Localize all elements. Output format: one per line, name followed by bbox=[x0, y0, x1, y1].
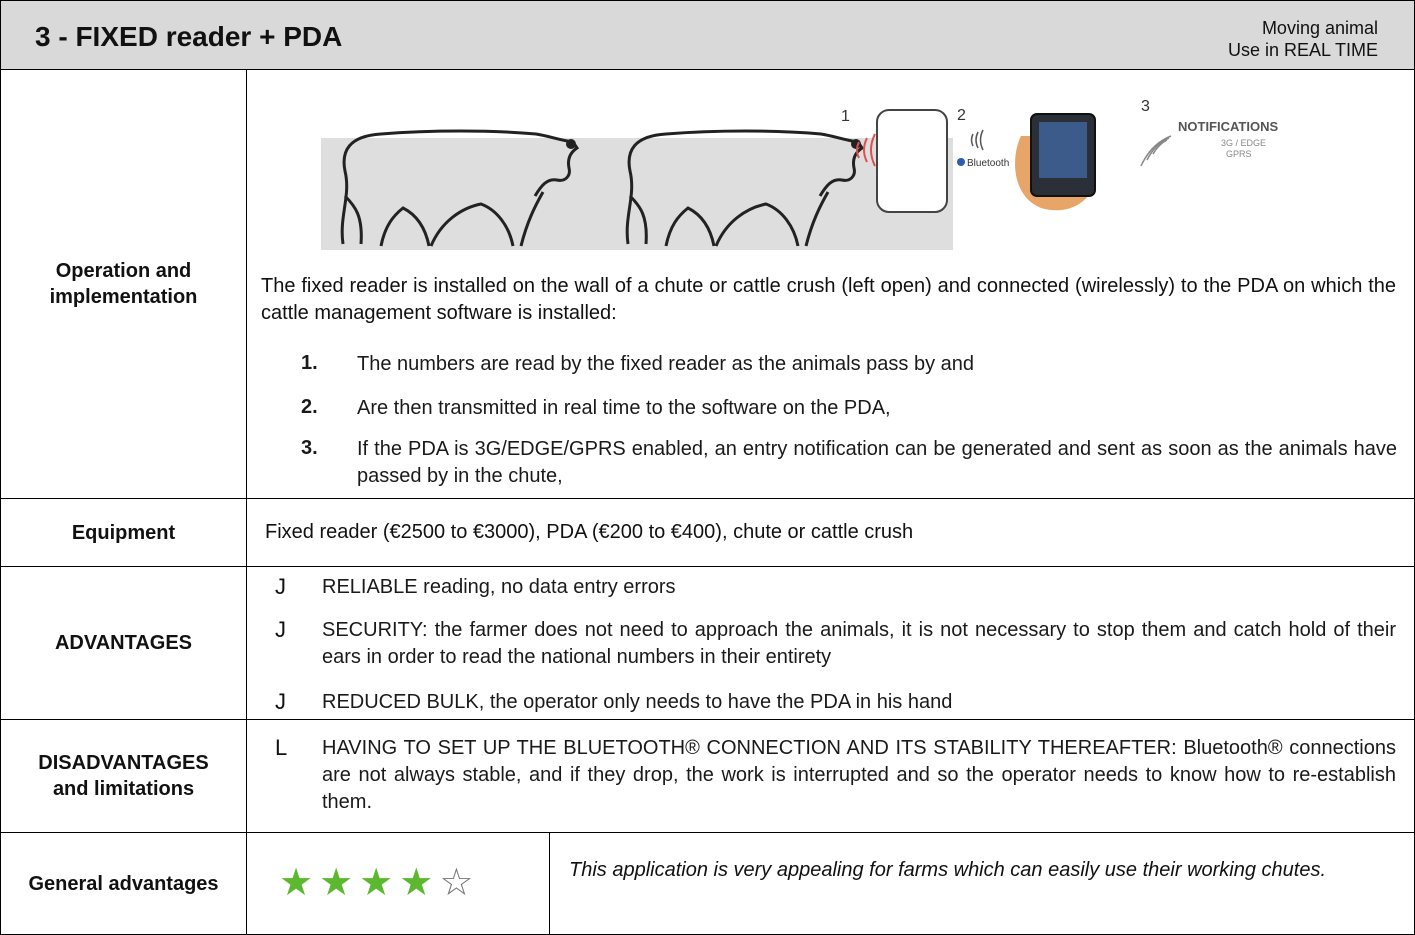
cow-icon bbox=[625, 129, 865, 247]
star-filled-icon: ★ bbox=[319, 862, 354, 904]
header-subtitle-line1: Moving animal bbox=[1261, 18, 1378, 38]
cow-icon bbox=[340, 129, 580, 247]
row-divider bbox=[1, 566, 1414, 567]
step-number: 2 bbox=[957, 107, 966, 124]
list-item: Are then transmitted in real time to the… bbox=[357, 397, 891, 419]
header-bar: 3 - FIXED reader + PDA Moving animal Use… bbox=[1, 1, 1414, 70]
step-number: 3 bbox=[1141, 98, 1150, 115]
step-number: 1 bbox=[841, 108, 850, 125]
process-illustration: 1 2 Bluetooth 3 NOTIFICATIONS 3G / EDGE … bbox=[321, 98, 1278, 250]
star-filled-icon: ★ bbox=[399, 862, 434, 904]
row-divider bbox=[1, 719, 1414, 720]
list-number: 3. bbox=[301, 437, 318, 459]
pda-screen bbox=[1039, 122, 1087, 178]
network-label: GPRS bbox=[1226, 149, 1252, 159]
disadvantage-item: HAVING TO SET UP THE BLUETOOTH® CONNECTI… bbox=[322, 737, 1396, 813]
equipment-label: Equipment bbox=[71, 521, 176, 544]
general-advantages-label: General advantages bbox=[28, 872, 219, 895]
page-title: 3 - FIXED reader + PDA bbox=[35, 21, 343, 52]
advantage-item: SECURITY: the farmer does not need to ap… bbox=[322, 619, 1396, 668]
rfid-signal-icon bbox=[856, 133, 876, 167]
fixed-reader-icon bbox=[876, 109, 948, 213]
row-divider bbox=[1, 832, 1414, 833]
bluetooth-icon bbox=[957, 158, 965, 166]
list-number: 1. bbox=[301, 352, 318, 374]
star-filled-icon: ★ bbox=[279, 862, 314, 904]
list-number: 2. bbox=[301, 396, 318, 418]
row-divider bbox=[1, 498, 1414, 499]
advantage-item: REDUCED BULK, the operator only needs to… bbox=[322, 691, 953, 713]
disadvantage-bullet-icon: L bbox=[275, 735, 288, 760]
advantages-label: ADVANTAGES bbox=[54, 632, 193, 654]
advantage-item: RELIABLE reading, no data entry errors bbox=[322, 576, 676, 598]
header-subtitle-line2: Use in REAL TIME bbox=[1227, 40, 1378, 60]
notification-signal-icon bbox=[1140, 135, 1172, 167]
star-empty-icon: ☆ bbox=[439, 862, 474, 904]
operation-intro: The fixed reader is installed on the wal… bbox=[261, 275, 1396, 324]
equipment-text: Fixed reader (€2500 to €3000), PDA (€200… bbox=[265, 521, 914, 543]
ear-tag-icon bbox=[566, 139, 576, 149]
advantage-bullet-icon: J bbox=[275, 689, 286, 714]
wireless-signal-icon bbox=[970, 129, 984, 151]
general-comment: This application is very appealing for f… bbox=[569, 859, 1327, 881]
list-item: The numbers are read by the fixed reader… bbox=[357, 353, 975, 375]
notifications-label: NOTIFICATIONS bbox=[1178, 119, 1278, 134]
star-filled-icon: ★ bbox=[359, 862, 394, 904]
star-rating: ★★★★☆ bbox=[279, 863, 473, 903]
ear-tag-icon bbox=[851, 139, 861, 149]
chute-band bbox=[321, 138, 953, 250]
advantage-bullet-icon: J bbox=[275, 574, 286, 599]
bluetooth-label: Bluetooth bbox=[967, 158, 1009, 169]
column-divider bbox=[246, 70, 247, 934]
network-label: 3G / EDGE bbox=[1221, 138, 1266, 148]
disadvantages-label: DISADVANTAGES and limitations bbox=[38, 752, 209, 800]
header-subtitle: Moving animal Use in REAL TIME bbox=[1228, 17, 1378, 61]
list-item: If the PDA is 3G/EDGE/GPRS enabled, an e… bbox=[357, 438, 1397, 487]
advantage-bullet-icon: J bbox=[275, 617, 286, 642]
operation-label: Operation and implementation bbox=[49, 260, 198, 308]
column-divider bbox=[549, 833, 550, 934]
